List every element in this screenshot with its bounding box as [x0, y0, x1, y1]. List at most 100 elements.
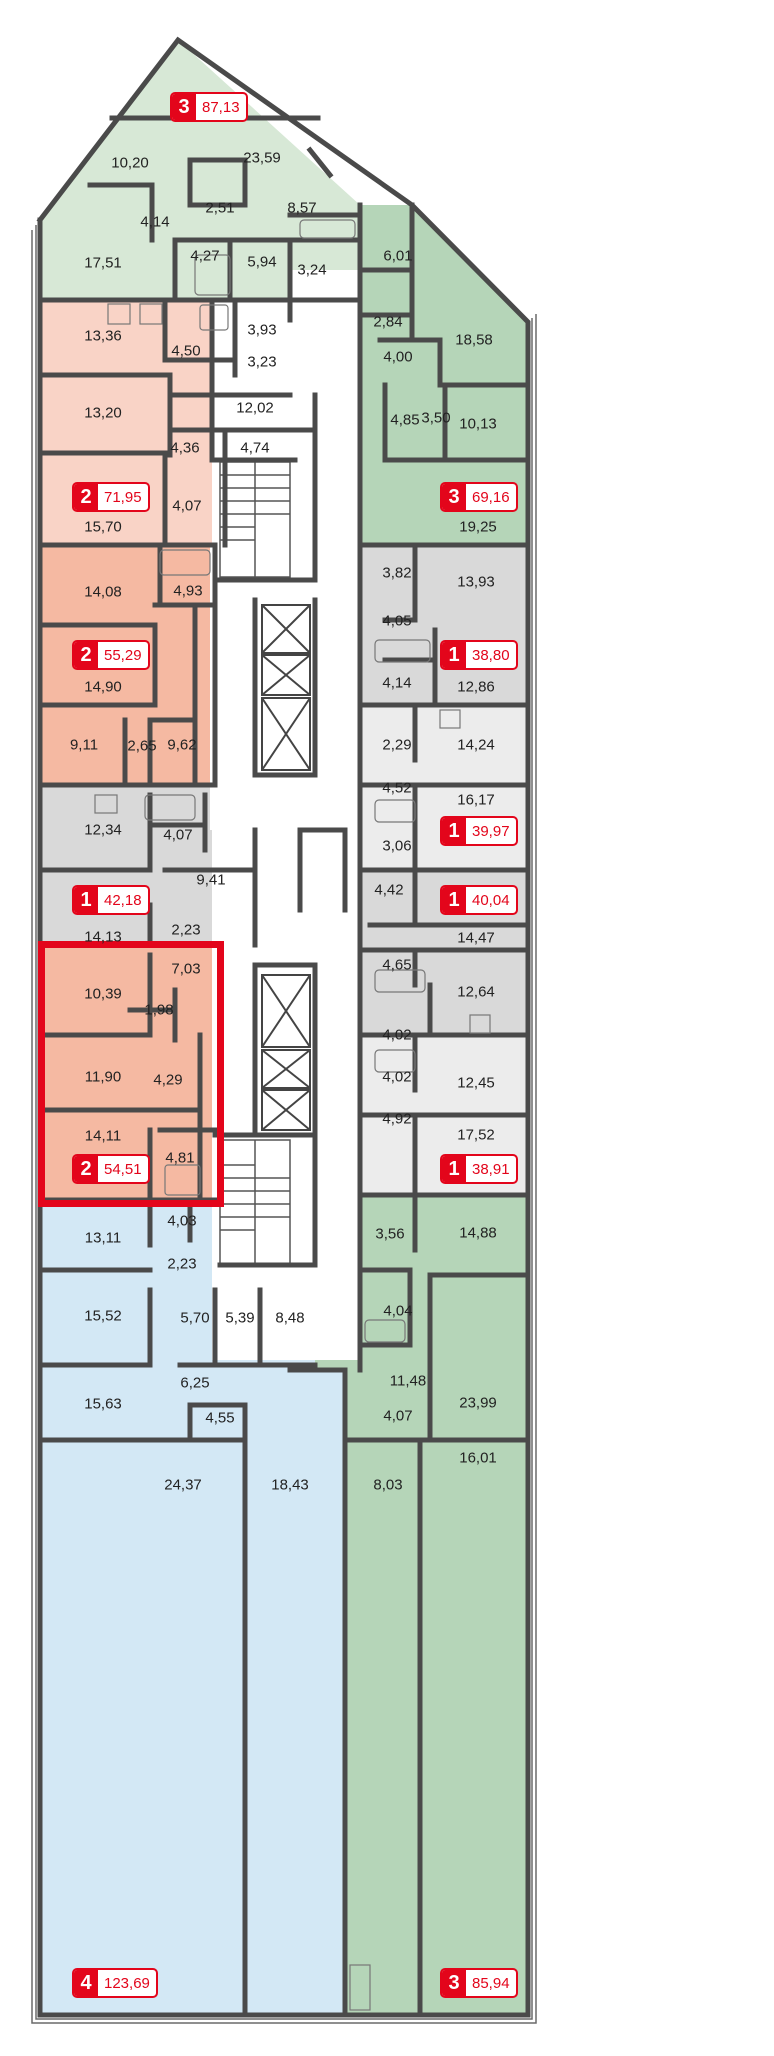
- room-area: 10,39: [84, 985, 122, 1003]
- room-area: 5,39: [225, 1309, 255, 1327]
- room-area: 2,84: [373, 313, 403, 331]
- room-area: 4,02: [382, 1068, 412, 1086]
- total-area: 71,95: [104, 488, 142, 506]
- apartment-badge[interactable]: 4 123,69: [72, 1968, 158, 1998]
- room-area: 10,20: [111, 154, 149, 172]
- apartment-badge[interactable]: 3 85,94: [440, 1968, 518, 1998]
- room-area: 4,42: [374, 881, 404, 899]
- room-area: 4,00: [383, 348, 413, 366]
- room-area: 4,04: [383, 1302, 413, 1320]
- room-area: 14,24: [457, 736, 495, 754]
- room-area: 19,25: [459, 518, 497, 536]
- corridor-upper: [290, 300, 360, 320]
- apartment-badge[interactable]: 2 55,29: [72, 640, 150, 670]
- room-area: 2,51: [205, 199, 235, 217]
- apartment-badge[interactable]: 2 71,95: [72, 482, 150, 512]
- apartment-3-top-fill: [40, 40, 360, 300]
- room-area: 4,93: [173, 582, 203, 600]
- apartment-1b-fill: [360, 545, 528, 705]
- room-area: 2,65: [127, 737, 157, 755]
- room-area: 14,11: [84, 1127, 122, 1145]
- rooms-count: 3: [442, 1970, 466, 1996]
- elevators: [261, 604, 311, 1131]
- room-area: 13,93: [457, 573, 495, 591]
- selected-apartment-outline[interactable]: [38, 941, 224, 1207]
- room-area: 1,98: [144, 1001, 174, 1019]
- walls: [36, 36, 531, 2018]
- room-area: 16,01: [459, 1449, 497, 1467]
- room-area: 15,70: [84, 518, 122, 536]
- apartment-badge[interactable]: 1 42,18: [72, 885, 150, 915]
- rooms-count: 1: [442, 818, 466, 844]
- room-area: 4,85: [390, 411, 420, 429]
- apartment-badge[interactable]: 3 87,13: [170, 92, 248, 122]
- apartment-badge[interactable]: 3 69,16: [440, 482, 518, 512]
- room-area: 4,36: [170, 439, 200, 457]
- room-area: 4,07: [172, 497, 202, 515]
- room-area: 4,52: [382, 779, 412, 797]
- apartment-badge[interactable]: 1 40,04: [440, 885, 518, 915]
- rooms-count: 3: [442, 484, 466, 510]
- total-area: 55,29: [104, 646, 142, 664]
- room-area: 3,24: [297, 261, 327, 279]
- room-area: 11,48: [389, 1372, 427, 1390]
- room-area: 12,45: [457, 1074, 495, 1092]
- total-area: 69,16: [472, 488, 510, 506]
- room-area: 18,58: [455, 331, 493, 349]
- room-area: 6,25: [180, 1374, 210, 1392]
- room-area: 4,07: [383, 1407, 413, 1425]
- total-area: 87,13: [202, 98, 240, 116]
- room-area: 12,86: [457, 678, 495, 696]
- room-area: 3,50: [421, 409, 451, 427]
- rooms-count: 2: [74, 642, 98, 668]
- rooms-count: 1: [442, 887, 466, 913]
- total-area: 85,94: [472, 1974, 510, 1992]
- room-area: 4,03: [167, 1212, 197, 1230]
- room-area: 11,90: [84, 1068, 122, 1086]
- room-area: 13,20: [84, 404, 122, 422]
- apartment-badge[interactable]: 2 54,51: [72, 1154, 150, 1184]
- room-area: 4,27: [190, 247, 220, 265]
- room-area: 14,90: [84, 678, 122, 696]
- room-area: 3,06: [382, 837, 412, 855]
- room-area: 3,93: [247, 321, 277, 339]
- room-area: 14,08: [84, 583, 122, 601]
- rooms-count: 2: [74, 484, 98, 510]
- rooms-count: 1: [442, 642, 466, 668]
- room-area: 4,14: [140, 213, 170, 231]
- apartment-badge[interactable]: 1 39,97: [440, 816, 518, 846]
- rooms-count: 1: [74, 887, 98, 913]
- room-area: 4,74: [240, 439, 270, 457]
- room-area: 8,03: [373, 1476, 403, 1494]
- room-area: 4,81: [165, 1149, 195, 1167]
- room-area: 12,02: [236, 399, 274, 417]
- room-area: 2,29: [382, 736, 412, 754]
- apartment-badge[interactable]: 1 38,80: [440, 640, 518, 670]
- room-area: 17,51: [84, 254, 122, 272]
- room-area: 4,92: [382, 1110, 412, 1128]
- room-area: 14,47: [457, 929, 495, 947]
- room-area: 13,36: [84, 327, 122, 345]
- room-area: 9,41: [196, 871, 226, 889]
- room-area: 24,37: [164, 1476, 202, 1494]
- room-area: 15,52: [84, 1307, 122, 1325]
- total-area: 42,18: [104, 891, 142, 909]
- room-area: 10,13: [459, 415, 497, 433]
- room-area: 17,52: [457, 1126, 495, 1144]
- total-area: 40,04: [472, 891, 510, 909]
- room-area: 4,14: [382, 674, 412, 692]
- room-area: 18,43: [271, 1476, 309, 1494]
- room-area: 3,23: [247, 353, 277, 371]
- room-area: 2,23: [171, 921, 201, 939]
- apartment-badge[interactable]: 1 38,91: [440, 1154, 518, 1184]
- fixtures: [94, 219, 491, 2011]
- room-area: 23,59: [243, 149, 281, 167]
- total-area: 38,80: [472, 646, 510, 664]
- room-area: 8,48: [275, 1309, 305, 1327]
- room-area: 9,11: [69, 736, 99, 754]
- total-area: 39,97: [472, 822, 510, 840]
- room-area: 5,70: [180, 1309, 210, 1327]
- apartment-4-fill: [40, 1200, 345, 2015]
- room-area: 23,99: [459, 1394, 497, 1412]
